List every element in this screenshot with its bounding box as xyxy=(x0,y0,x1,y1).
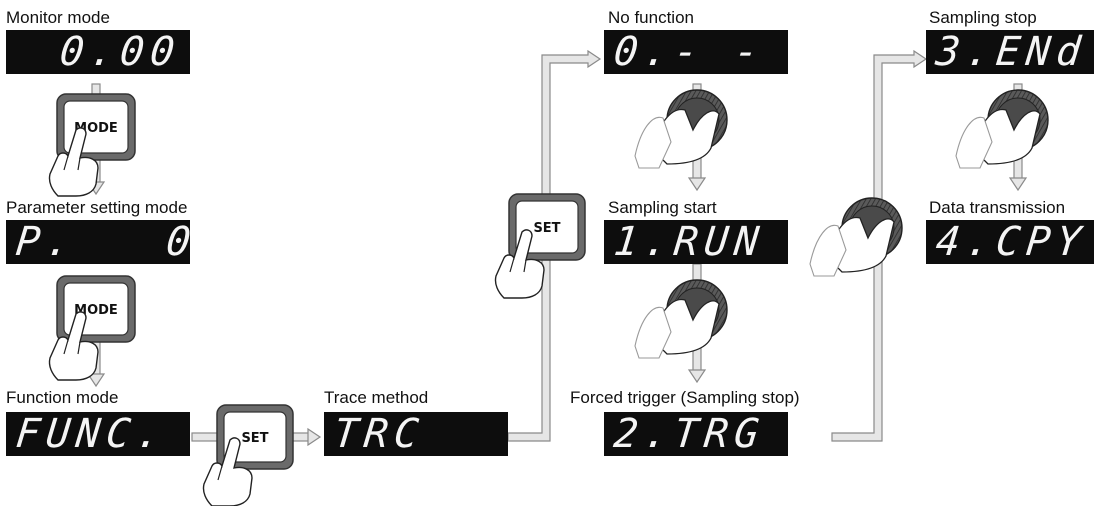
monitor-mode-display: 0.00 xyxy=(6,30,190,74)
parameter-mode-display: P. 0 xyxy=(6,220,190,264)
trace-method-label: Trace method xyxy=(324,388,429,407)
data-transmission-display: 4.CPY xyxy=(926,220,1094,264)
forced-trigger-display: 2.TRG xyxy=(604,412,788,456)
hand-pointer-icon xyxy=(48,127,99,197)
monitor-mode-label: Monitor mode xyxy=(6,8,110,27)
sampling-stop-label: Sampling stop xyxy=(929,8,1037,27)
mode-key-1[interactable]: MODE xyxy=(56,93,136,161)
function-mode-display: FUNC. xyxy=(6,412,190,456)
trace-method-display: TRC xyxy=(324,412,508,456)
sampling-start-label: Sampling start xyxy=(608,198,717,217)
rotary-dial-icon[interactable] xyxy=(634,89,728,169)
arrow-trace-to-no-function xyxy=(507,49,602,442)
set-key-2-label: SET xyxy=(533,221,560,236)
hand-pointer-icon xyxy=(48,311,99,381)
rotary-dial-icon[interactable] xyxy=(634,279,728,359)
data-transmission-label: Data transmission xyxy=(929,198,1066,217)
hand-pointer-icon xyxy=(202,437,253,506)
rotary-dial-icon[interactable] xyxy=(955,89,1049,169)
sampling-start-display: 1.RUN xyxy=(604,220,788,264)
parameter-mode-label: Parameter setting mode xyxy=(6,198,188,217)
no-function-display: 0.- - - xyxy=(604,30,788,74)
sampling-stop-display: 3.ENd xyxy=(926,30,1094,74)
set-key-1-label: SET xyxy=(241,431,268,446)
function-mode-label: Function mode xyxy=(6,388,119,407)
no-function-label: No function xyxy=(608,8,694,27)
rotary-dial-icon[interactable] xyxy=(809,197,903,277)
hand-pointer-icon xyxy=(494,229,545,299)
forced-trigger-label: Forced trigger (Sampling stop) xyxy=(570,388,800,407)
mode-key-2[interactable]: MODE xyxy=(56,275,136,343)
